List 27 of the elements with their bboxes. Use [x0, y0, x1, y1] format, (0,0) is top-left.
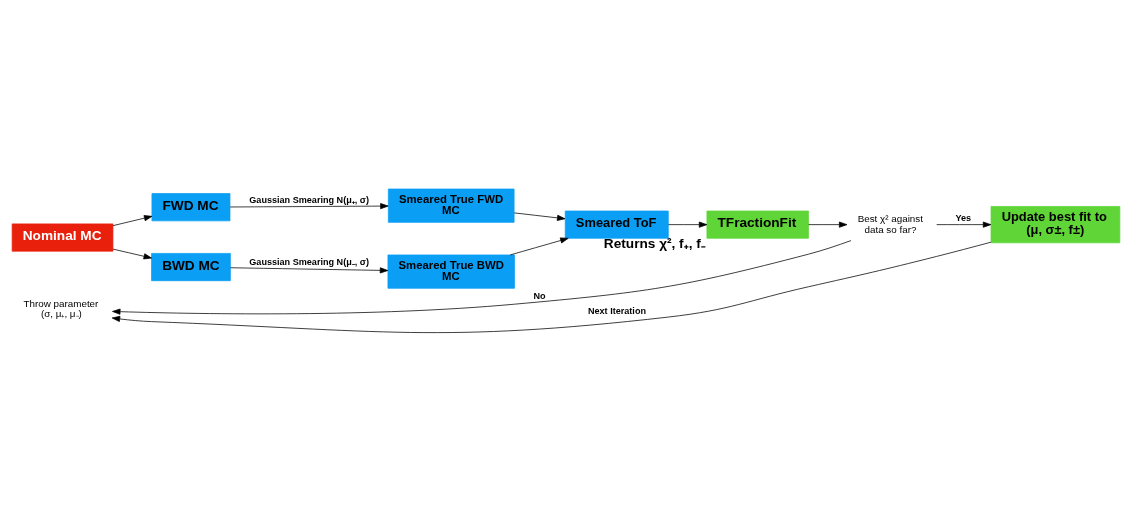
arrow — [112, 215, 153, 226]
arrow — [112, 248, 152, 260]
node-box: Smeared ToF — [564, 210, 669, 239]
node-box: TFractionFit — [706, 210, 809, 239]
node-box: Nominal MC — [11, 223, 114, 252]
edge-label: Gaussian Smearing N(μ₊, σ) — [249, 195, 369, 206]
node-box: Update best fit to (μ, σ±, f±) — [990, 206, 1121, 244]
arrow — [509, 237, 569, 256]
edge-label: Next Iteration — [587, 305, 646, 316]
node-text: Throw parameter (σ, μ₊, μ₋) — [23, 297, 99, 320]
edge-label: Yes — [955, 213, 972, 224]
edge-label: Gaussian Smearing N(μ₋, σ) — [249, 257, 369, 268]
node-box: FWD MC — [151, 193, 231, 222]
arrow — [111, 241, 992, 333]
arrow — [229, 203, 389, 210]
node-box: BWD MC — [151, 253, 231, 282]
arrow — [808, 221, 848, 228]
arrow — [112, 240, 852, 315]
node-label: Returns χ², f₊, f₋ — [603, 236, 706, 252]
node-box: Smeared True BWD MC — [387, 254, 515, 289]
arrow — [936, 221, 992, 228]
node-text: Best χ² against data so far? — [857, 212, 923, 235]
edge-label: No — [533, 290, 546, 301]
arrow — [513, 212, 566, 221]
arrow — [668, 221, 708, 228]
node-box: Smeared True FWD MC — [387, 188, 515, 223]
arrow — [230, 267, 389, 274]
